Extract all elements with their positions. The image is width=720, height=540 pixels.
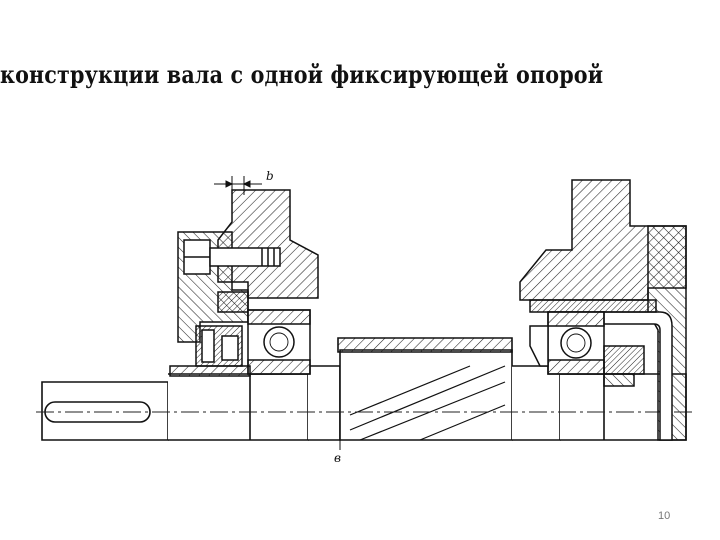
page-number: 10 [658, 510, 671, 522]
label-b: b [266, 169, 274, 183]
label-v: в [334, 451, 341, 465]
shaft [41, 337, 687, 441]
dimension-b [214, 176, 262, 195]
right-bearing-support [519, 179, 687, 441]
left-bearing-support [169, 189, 319, 377]
slide-title: конструкции вала с одной фиксирующей опо… [0, 60, 604, 89]
